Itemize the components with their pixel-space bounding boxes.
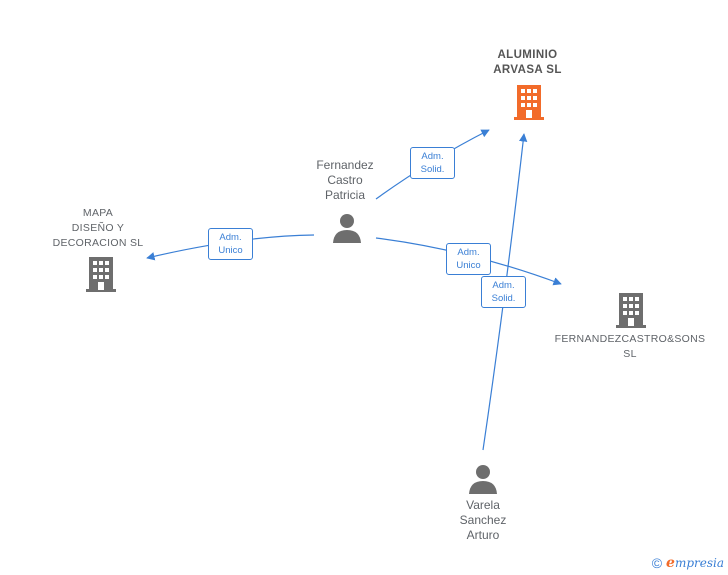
edge-label-adm-solid: Adm. Solid. bbox=[481, 276, 526, 308]
edge-label-adm-unico: Adm. Unico bbox=[446, 243, 491, 275]
edge-label-adm-solid: Adm. Solid. bbox=[410, 147, 455, 179]
company-label-aluminio-arvasa[interactable]: ALUMINIO ARVASA SL bbox=[493, 49, 562, 76]
footer-brand: © empresia bbox=[652, 555, 724, 571]
person-icon[interactable] bbox=[332, 213, 362, 243]
building-icon[interactable] bbox=[615, 292, 647, 328]
edge-label-adm-unico: Adm. Unico bbox=[208, 228, 253, 260]
brand-logo[interactable]: empresia bbox=[666, 555, 724, 571]
company-label-fernandezcastro-sons[interactable]: FERNANDEZCASTRO&SONS SL bbox=[554, 333, 706, 360]
copyright-icon: © bbox=[651, 555, 663, 571]
person-label-fernandez-castro-patricia[interactable]: Fernandez Castro Patricia bbox=[316, 158, 374, 202]
company-label-mapa[interactable]: MAPA DISEÑO Y DECORACION SL bbox=[52, 207, 144, 249]
person-icon[interactable] bbox=[468, 464, 498, 494]
building-icon[interactable] bbox=[513, 84, 545, 120]
building-icon[interactable] bbox=[85, 256, 117, 292]
person-label-varela-sanchez-arturo[interactable]: Varela Sanchez Arturo bbox=[459, 498, 507, 542]
